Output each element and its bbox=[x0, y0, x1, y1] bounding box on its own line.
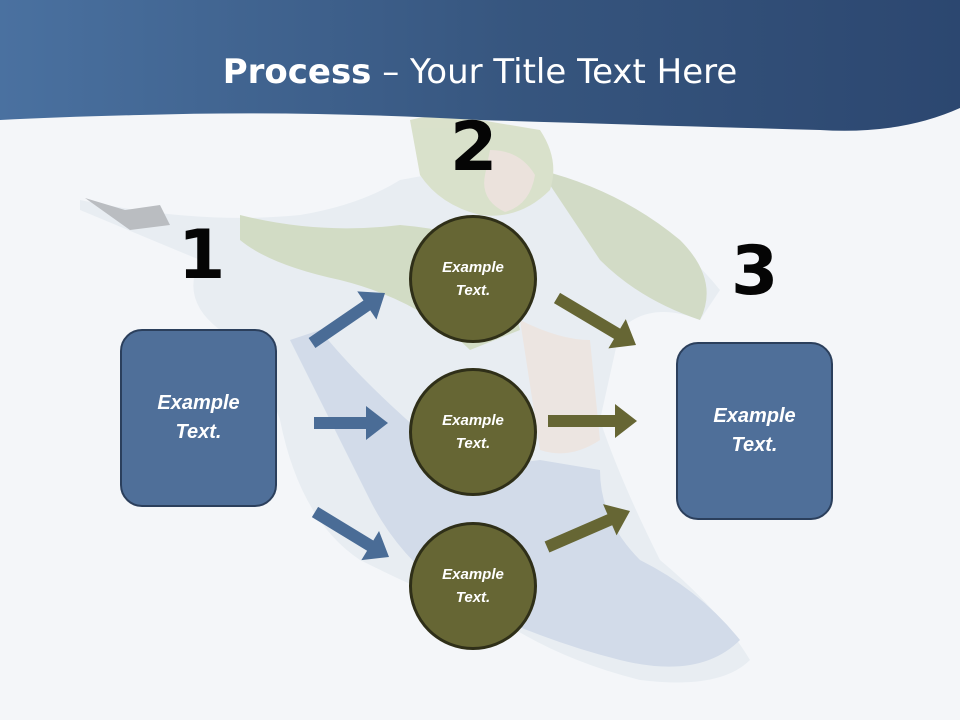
circle-text-bottom: Example Text. bbox=[442, 566, 504, 606]
arrow-left-to-top bbox=[308, 291, 385, 348]
arrow-bottom-to-right bbox=[544, 504, 631, 553]
step-number-3: 3 bbox=[731, 232, 779, 311]
step-number-2: 2 bbox=[450, 108, 498, 187]
right-process-box: Example Text. bbox=[676, 342, 833, 520]
header-band bbox=[0, 0, 960, 131]
left-box-text: Example Text. bbox=[157, 392, 240, 443]
process-circle-bottom: Example Text. bbox=[409, 522, 537, 650]
arrow-top-to-right bbox=[553, 292, 637, 349]
left-process-box: Example Text. bbox=[120, 329, 277, 507]
process-circle-top: Example Text. bbox=[409, 215, 537, 343]
arrow-left-to-bottom bbox=[311, 506, 389, 561]
slide-title: Process – Your Title Text Here bbox=[0, 52, 960, 92]
arrow-middle-to-right bbox=[548, 404, 637, 438]
process-circle-middle: Example Text. bbox=[409, 368, 537, 496]
flow-arrows bbox=[308, 291, 637, 561]
title-bold: Process bbox=[222, 52, 372, 92]
arrow-left-to-middle bbox=[314, 406, 388, 440]
circle-text-middle: Example Text. bbox=[442, 412, 504, 452]
title-rest: – Your Title Text Here bbox=[371, 52, 738, 92]
circle-text-top: Example Text. bbox=[442, 259, 504, 299]
right-box-text: Example Text. bbox=[713, 405, 796, 456]
step-number-1: 1 bbox=[178, 216, 226, 295]
